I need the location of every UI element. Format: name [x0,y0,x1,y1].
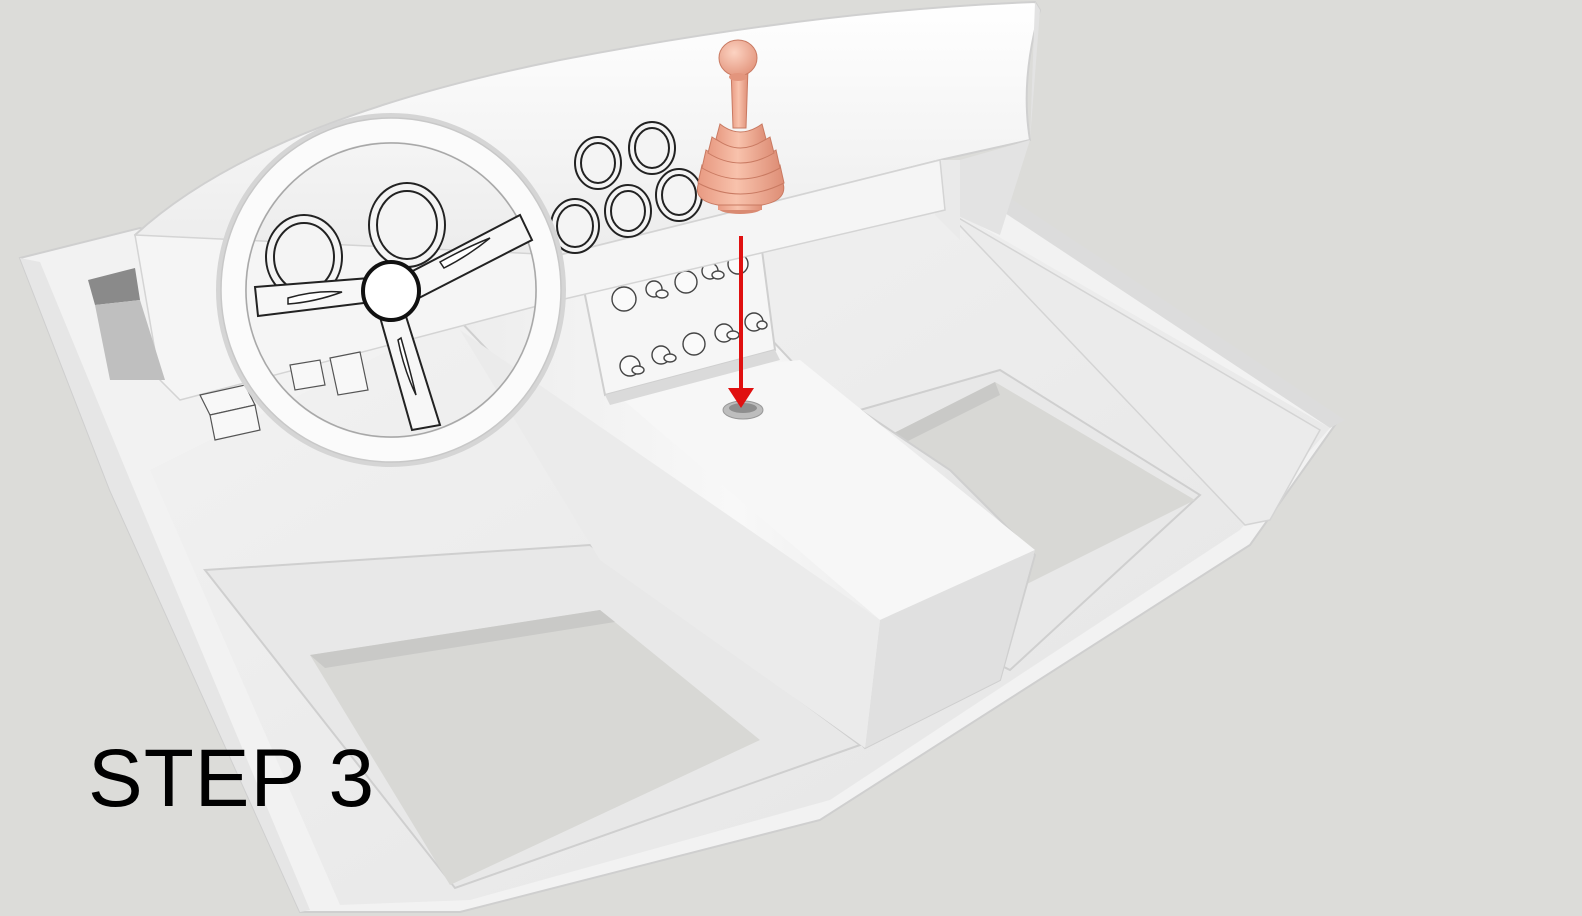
right-seat-cutout [858,368,1202,672]
left-seat-cutout [203,543,863,890]
gauge-icon [368,182,446,268]
gear-shifter [696,39,785,214]
gauge-icon [604,184,652,238]
install-direction-arrow [728,236,754,408]
gauge-icon [655,168,703,222]
toggle-switches [611,253,768,377]
pedals [199,351,369,441]
steering-hub [361,260,421,322]
gauge-icon [574,136,622,190]
gauge-cluster [265,121,703,300]
steering-wheel [216,113,566,467]
gauge-icon [628,121,676,175]
step-label: STEP 3 [88,733,376,824]
